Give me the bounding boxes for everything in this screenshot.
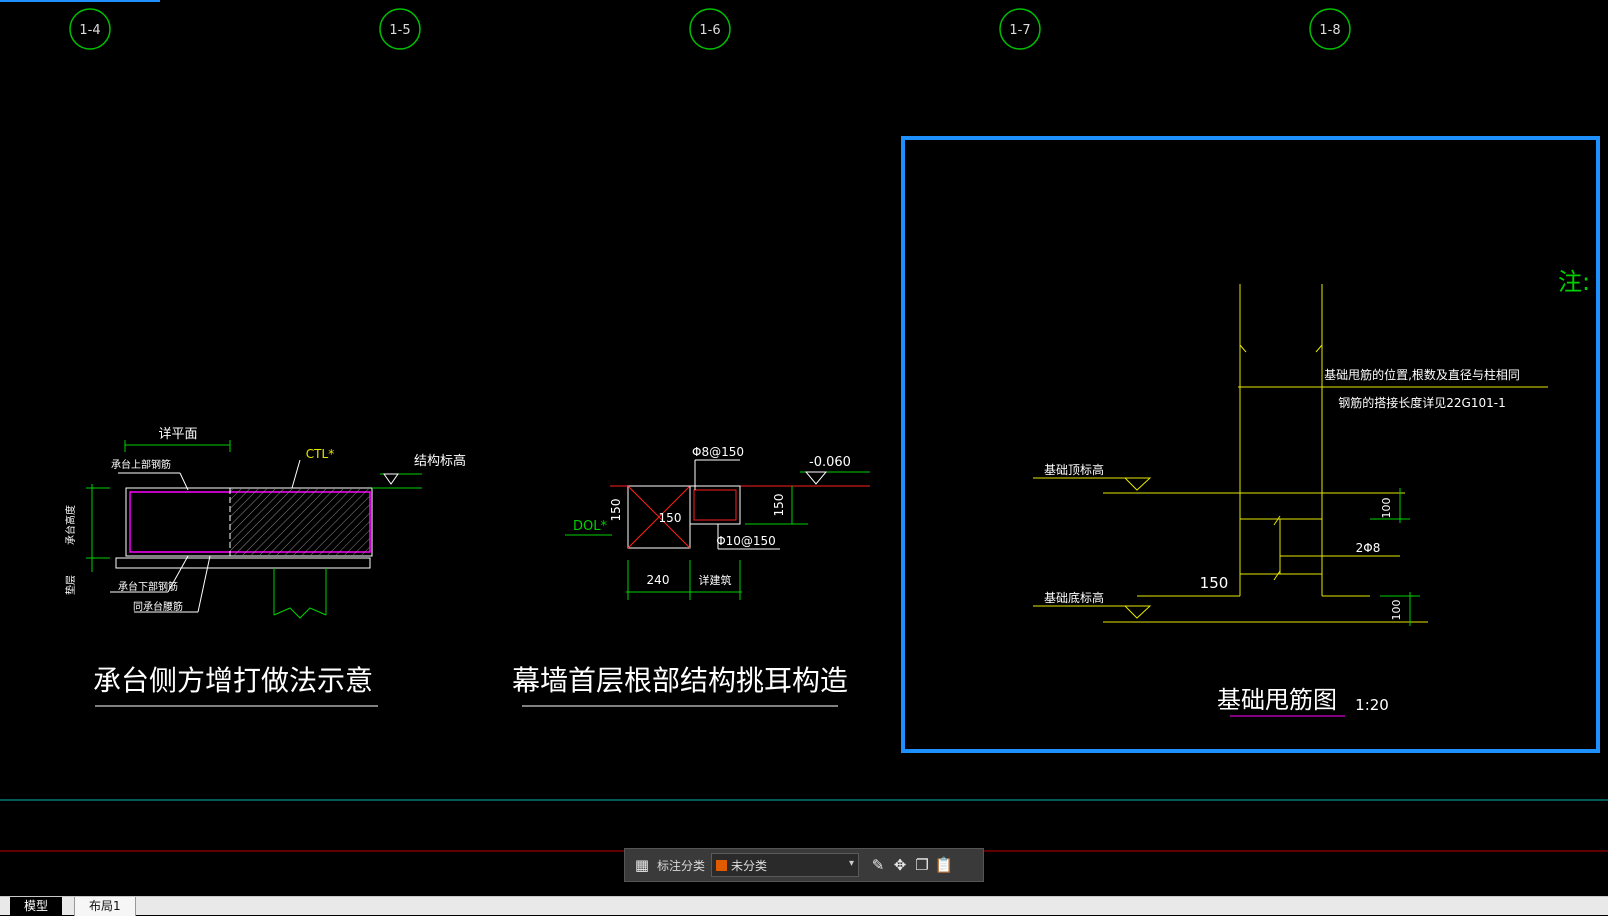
detail3-title: 基础甩筋图 [1217,686,1337,714]
edit-icon[interactable]: ✎ [871,856,885,874]
paste-icon[interactable]: 📋 [934,856,954,874]
detail2-dol-label: DOL* [573,519,607,534]
category-color-swatch [716,859,728,871]
svg-text:1-5: 1-5 [389,23,410,38]
detail2-title: 幕墙首层根部结构挑耳构造 [512,664,848,697]
detail1-top-note: 详平面 [158,427,197,442]
move-icon[interactable]: ✥ [893,856,907,874]
svg-text:1-8: 1-8 [1319,23,1340,38]
detail2-dim150-center: 150 [659,511,682,525]
detail-curtain-wall-corbel[interactable]: 150 Φ8@150 -0.060 150 150 DOL* Φ10@150 2… [512,445,870,707]
axis-bubble: 1-8 [1309,8,1351,50]
detail1-ctl-label: CTL* [306,447,334,461]
category-select[interactable]: 未分类 ▾ [711,853,860,877]
detail-foundation-rebar[interactable]: 基础甩筋的位置,根数及直径与柱相同 钢筋的搭接长度详见22G101-1 基础顶标… [901,136,1600,753]
detail1-struct-elev-label: 结构标高 [414,453,466,469]
detail1-top-rebar-label: 承台上部钢筋 [111,458,171,471]
copy-icon[interactable]: ❐ [915,856,929,874]
detail-pile-cap-side[interactable]: 详平面 结构标高 CTL* 承台上部钢筋 承台高度 垫 [64,427,466,707]
side-note: 注: [1558,268,1590,296]
detail1-title: 承台侧方增打做法示意 [93,664,373,697]
detail3-dim100-top: 100 [1380,498,1393,519]
detail2-dim150-left: 150 [609,499,623,522]
chevron-down-icon: ▾ [848,858,855,869]
detail3-note-line1: 基础甩筋的位置,根数及直径与柱相同 [1324,367,1520,382]
selection-frame[interactable] [901,136,1600,753]
detail3-rebar-label: 2Φ8 [1356,541,1381,555]
detail3-top-elev-label: 基础顶标高 [1044,462,1104,477]
detail2-see-arch-label: 详建筑 [699,573,732,587]
axis-bubble: 1-4 [69,8,111,50]
detail2-dim150-right: 150 [772,494,786,517]
detail2-stirrup-label: Φ8@150 [692,445,744,459]
category-value: 未分类 [731,858,768,873]
tab-model[interactable]: 模型 [10,897,63,916]
detail3-dim150: 150 [1200,574,1229,592]
detail2-elev-label: -0.060 [809,455,851,470]
detail3-note-line2: 钢筋的搭接长度详见22G101-1 [1338,395,1505,410]
detail2-bar-label: Φ10@150 [716,534,776,548]
detail1-bottom-rebar-label: 承台下部钢筋 [118,580,178,593]
detail3-bottom-elev-label: 基础底标高 [1044,590,1104,605]
axis-bubble: 1-7 [999,8,1041,50]
layout-tab-bar: 模型 布局1 [0,896,1608,916]
svg-text:1-6: 1-6 [699,23,720,38]
detail3-scale: 1:20 [1355,696,1389,714]
detail1-side-rebar-label: 同承台腰筋 [133,600,183,613]
detail2-dim240: 240 [647,573,670,587]
svg-text:1-4: 1-4 [79,23,100,38]
axis-bubble: 1-6 [689,8,731,50]
detail1-side-height-label: 承台高度 [64,505,77,545]
svg-text:1-7: 1-7 [1009,23,1030,38]
detail3-dim100-bottom: 100 [1390,600,1403,621]
grid-icon[interactable]: ▦ [634,856,650,874]
axis-bubble: 1-5 [379,8,421,50]
tab-layout1[interactable]: 布局1 [74,897,136,916]
category-label: 标注分类 [657,858,706,873]
annotation-toolbar: ▦ 标注分类 未分类 ▾ ✎ ✥ ❐ 📋 [624,848,984,882]
detail1-cushion-label: 垫层 [64,575,77,595]
